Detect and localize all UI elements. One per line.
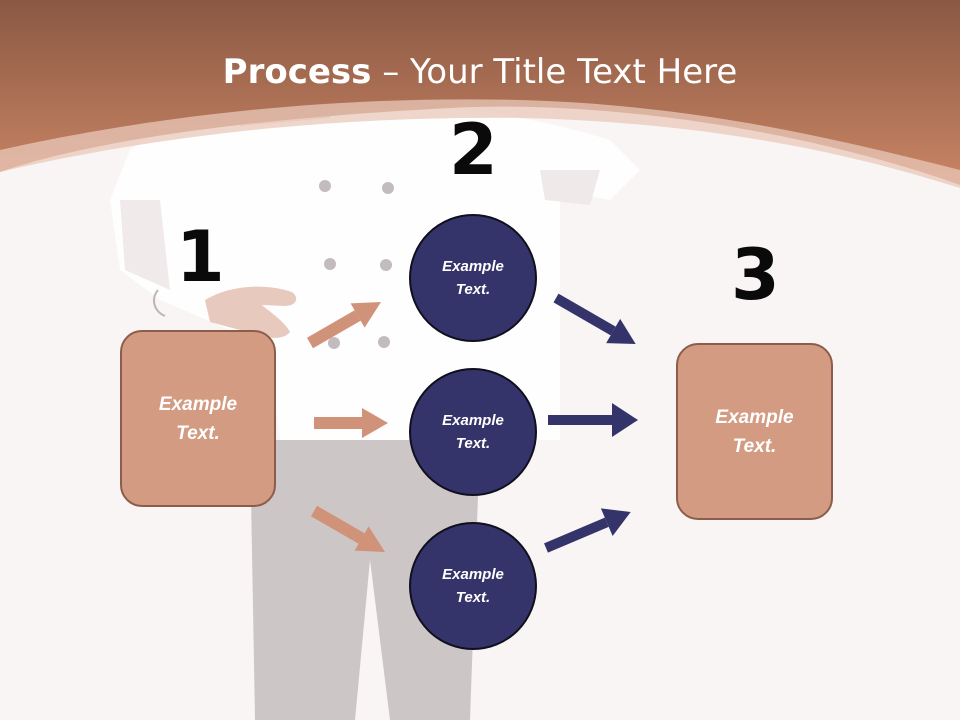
circle-middle-text: Example Text. (442, 409, 504, 455)
step-box-3-text: Example Text. (715, 403, 793, 461)
navy-arrow-down (553, 293, 636, 344)
step-number-1: 1 (176, 216, 225, 298)
salmon-arrows (307, 302, 388, 552)
title-rest: Your Title Text Here (410, 52, 738, 92)
step-box-1-text: Example Text. (159, 390, 237, 448)
navy-arrow-up (544, 508, 631, 553)
salmon-arrow-up (307, 302, 382, 349)
step-box-3: Example Text. (676, 343, 833, 520)
header-swoosh (0, 99, 960, 188)
salmon-arrow-down (311, 505, 386, 552)
step-number-2: 2 (449, 109, 498, 191)
step-box-1-line2: Text. (176, 422, 220, 444)
chef-figure-image (110, 100, 640, 720)
step-number-3: 3 (731, 234, 780, 316)
step-box-1: Example Text. (120, 330, 276, 507)
step-circle-middle: Example Text. (409, 368, 537, 496)
title-separator: – (371, 52, 411, 92)
circle-top-text: Example Text. (442, 255, 504, 301)
title-bold: Process (222, 52, 372, 92)
circle-middle-line2: Text. (455, 435, 491, 452)
step-box-3-line1: Example (715, 406, 794, 428)
navy-arrow-straight (548, 403, 638, 437)
circle-top-line2: Text. (455, 281, 491, 298)
salmon-arrow-straight (314, 408, 388, 438)
step-circle-top: Example Text. (409, 214, 537, 342)
slide-title: Process – Your Title Text Here (0, 52, 960, 92)
step-circle-bottom: Example Text. (409, 522, 537, 650)
navy-arrows (544, 293, 638, 553)
circle-bottom-line1: Example (442, 566, 504, 583)
circle-middle-line1: Example (442, 412, 504, 429)
step-box-1-line1: Example (158, 393, 238, 415)
header-band (0, 0, 960, 185)
step-box-3-line2: Text. (732, 435, 777, 457)
circle-top-line1: Example (442, 258, 504, 275)
circle-bottom-line2: Text. (455, 589, 491, 606)
circle-bottom-text: Example Text. (442, 563, 504, 609)
